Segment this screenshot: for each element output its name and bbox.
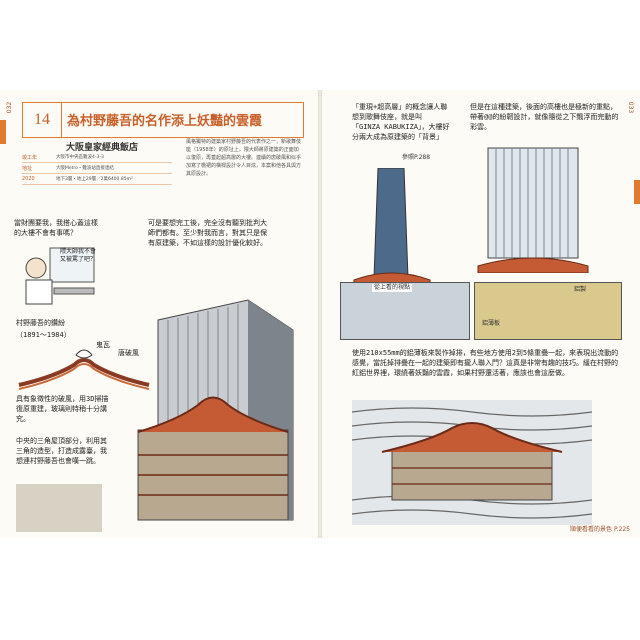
building-clouds-sketch	[352, 400, 592, 525]
kabukiza-sketch	[353, 168, 431, 288]
left-page: 032 14 為村野藤吾的名作添上妖豔的雲霞 大阪皇家經典飯店 竣工年 大阪市中…	[0, 90, 318, 538]
label-oniwa: 鬼瓦	[96, 341, 110, 349]
label-aluminum-panel: 鋁薄板	[482, 320, 501, 327]
building-description: 風格獨特的建築家村野藤吾的代表作之一，新歌舞伎座（1958年）的原址上，隈大師將…	[186, 139, 302, 177]
label-top-view: 從上看的視點	[372, 284, 413, 292]
cloud-design-text: 但是在這種建築，後面的高樓也是極新的重點，帶著@@的紛韌設計，就像隨從之下飄浮而…	[470, 103, 619, 131]
karahafu-sketch	[18, 349, 150, 390]
architect-years: （1891～1984）	[16, 331, 71, 339]
info-row: 竣工年 大阪市中央區難波4-3-3	[22, 152, 172, 163]
label-karahafu: 唐破風	[118, 349, 139, 357]
right-page: 033 「重現+超高層」的概念讓人聯想到歌舞伎座，就是叫「GINZA KABUK…	[322, 90, 640, 538]
info-row: 2020 地下3層・地上29層／2萬6400.85m²	[22, 174, 172, 185]
commentary-text: 可是要想完工後，完全沒有聽到批判大師們都有。至少對我而言，對其只是保有原建築，不…	[148, 219, 267, 247]
label-aluminum: 鋁製	[574, 286, 587, 293]
terrace-text: 中央的三角屋頂部分，利用其三角的造型，打造成露臺，我想連村野藤吾也會嘆一跳。	[16, 437, 107, 465]
small-bubble: 隈大師我不會又被罵了吧？	[60, 248, 97, 263]
chapter-tab	[0, 120, 6, 144]
chapter-title: 為村野藤吾的名作添上妖豔的雲霞	[67, 113, 263, 128]
info-table: 竣工年 大阪市中央區難波4-3-3 地址 大阪Metro・難波站直接連結 202…	[22, 152, 172, 185]
terrace-photo-sketch	[16, 484, 102, 532]
architect-name: 村野藤吾的鑽紛	[16, 319, 65, 327]
page-number: 032	[6, 101, 14, 114]
reference-note: 參照P.288	[402, 154, 431, 161]
chapter-header: 14 為村野藤吾的名作添上妖豔的雲霞	[22, 102, 304, 138]
kabukiza-text: 「重現+超高層」的概念讓人聯想到歌舞伎座，就是叫「GINZA KABUKIZA」…	[352, 103, 450, 141]
scanning-text: 具有象徵性的破風，用3D掃描復原重建，玻璃則特稍十分講究。	[16, 395, 109, 423]
chapter-tab	[634, 180, 640, 204]
footer-note: 順便看看的景色 P.225	[570, 526, 630, 533]
architect-sketch	[25, 247, 95, 305]
aluminum-detail-panel	[474, 282, 622, 340]
hotel-illustration	[137, 299, 294, 521]
louver-text: 使用210x55mm的鋁薄板來製作掉排，有些地方使用2到5條重疊一起，來表現出流…	[352, 349, 619, 377]
page-number: 033	[626, 101, 634, 114]
book-spread: 032 14 為村野藤吾的名作添上妖豔的雲霞 大阪皇家經典飯店 竣工年 大阪市中…	[0, 90, 640, 538]
building-name: 大阪皇家經典飯店	[66, 143, 139, 153]
louver-facade-sketch	[477, 147, 589, 273]
chapter-number: 14	[23, 103, 62, 137]
speech-bubble: 當財團要我，我搭心蓋這樣的大樓不會有事嗎？	[14, 219, 98, 237]
info-row: 地址 大阪Metro・難波站直接連結	[22, 163, 172, 174]
book-gutter	[318, 90, 322, 538]
